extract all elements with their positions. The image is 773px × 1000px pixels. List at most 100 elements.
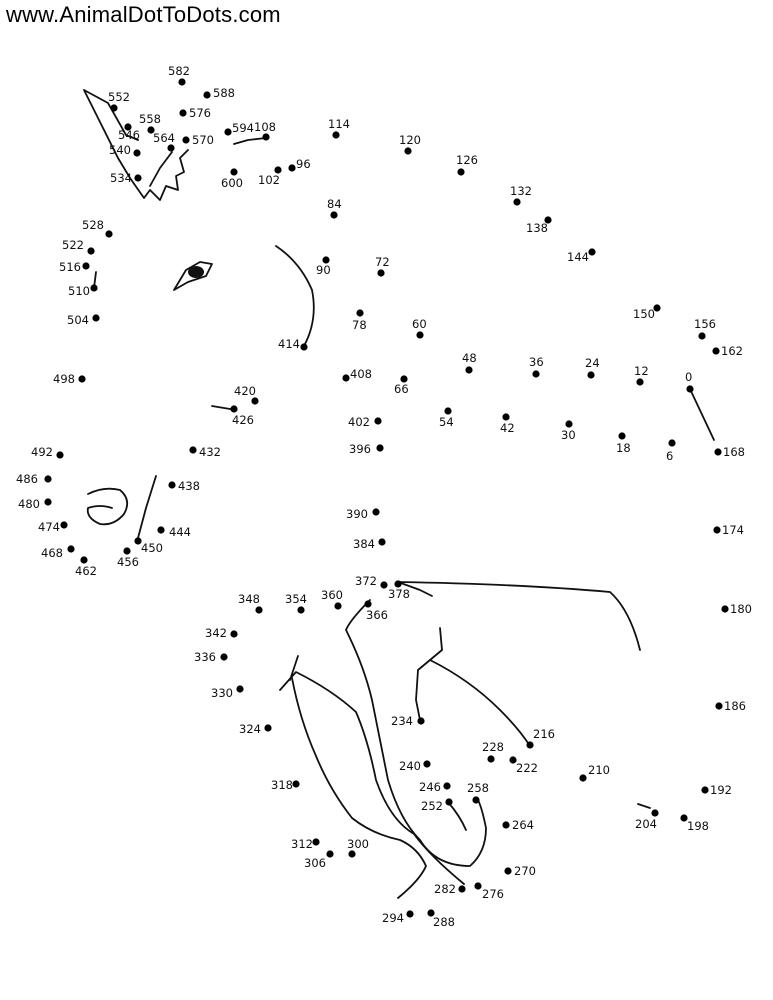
dot-label: 474 bbox=[38, 520, 60, 534]
dot-450: 450 bbox=[134, 537, 163, 555]
dot-150: 150 bbox=[633, 304, 661, 321]
dot-marker bbox=[404, 147, 412, 155]
dot-label: 72 bbox=[375, 255, 390, 269]
dot-label: 540 bbox=[109, 143, 131, 157]
dot-marker bbox=[203, 91, 211, 99]
dot-marker bbox=[416, 331, 424, 339]
dot-444: 444 bbox=[157, 525, 191, 539]
dot-marker bbox=[168, 481, 176, 489]
dot-label: 30 bbox=[561, 428, 576, 442]
nostril-outline bbox=[86, 487, 129, 526]
dot-48: 48 bbox=[462, 351, 477, 374]
dot-marker bbox=[251, 397, 259, 405]
dot-504: 504 bbox=[67, 313, 100, 327]
dot-12: 12 bbox=[634, 364, 649, 386]
dot-label: 384 bbox=[353, 537, 375, 551]
dot-label: 54 bbox=[439, 415, 454, 429]
dot-marker bbox=[487, 755, 495, 763]
dot-marker bbox=[230, 630, 238, 638]
dot-marker bbox=[292, 780, 300, 788]
dot-label: 378 bbox=[388, 587, 410, 601]
dot-label: 90 bbox=[316, 263, 331, 277]
dot-marker bbox=[224, 128, 232, 136]
dot-marker bbox=[502, 413, 510, 421]
dot-marker bbox=[417, 717, 425, 725]
dot-marker bbox=[502, 821, 510, 829]
dot-label: 576 bbox=[189, 106, 211, 120]
dot-510: 510 bbox=[68, 284, 98, 298]
dot-366: 366 bbox=[364, 600, 388, 622]
dot-228: 228 bbox=[482, 740, 504, 763]
dot-marker bbox=[364, 600, 372, 608]
dot-label: 324 bbox=[239, 722, 261, 736]
dot-marker bbox=[588, 248, 596, 256]
dot-label: 192 bbox=[710, 783, 732, 797]
dot-204: 204 bbox=[635, 809, 659, 831]
dot-label: 492 bbox=[31, 445, 53, 459]
dot-marker bbox=[134, 174, 142, 182]
dot-marker bbox=[133, 149, 141, 157]
dot-marker bbox=[80, 556, 88, 564]
dot-marker bbox=[342, 374, 350, 382]
dot-marker bbox=[322, 256, 330, 264]
dot-114: 114 bbox=[328, 117, 350, 139]
dot-marker bbox=[178, 78, 186, 86]
dot-label: 6 bbox=[666, 449, 673, 463]
dot-label: 330 bbox=[211, 686, 233, 700]
dot-marker bbox=[326, 850, 334, 858]
front-leg-outer bbox=[291, 677, 427, 899]
dot-label: 222 bbox=[516, 761, 538, 775]
dot-108: 108 bbox=[254, 120, 276, 141]
dot-330: 330 bbox=[211, 685, 244, 700]
dot-label: 96 bbox=[296, 157, 311, 171]
foot-tick bbox=[637, 803, 651, 809]
dot-318: 318 bbox=[271, 778, 300, 792]
dot-594: 594 bbox=[224, 121, 254, 136]
dot-576: 576 bbox=[179, 106, 211, 120]
dot-label: 552 bbox=[108, 90, 130, 104]
dot-label: 126 bbox=[456, 153, 478, 167]
dot-408: 408 bbox=[342, 367, 372, 382]
dot-522: 522 bbox=[62, 238, 95, 255]
front-leg-right bbox=[345, 599, 487, 867]
dot-456: 456 bbox=[117, 547, 139, 569]
dot-label: 510 bbox=[68, 284, 90, 298]
dot-marker bbox=[445, 798, 453, 806]
dot-marker bbox=[274, 166, 282, 174]
dot-marker bbox=[255, 606, 263, 614]
dot-label: 600 bbox=[221, 176, 243, 190]
dot-label: 180 bbox=[730, 602, 752, 616]
dot-468: 468 bbox=[41, 545, 75, 560]
dot-marker bbox=[458, 885, 466, 893]
dot-label: 366 bbox=[366, 608, 388, 622]
dot-label: 198 bbox=[687, 819, 709, 833]
dot-label: 204 bbox=[635, 817, 657, 831]
dot-label: 558 bbox=[139, 112, 161, 126]
dot-marker bbox=[332, 131, 340, 139]
dot-label: 12 bbox=[634, 364, 649, 378]
dot-216: 216 bbox=[526, 727, 555, 749]
dot-label: 114 bbox=[328, 117, 350, 131]
dot-marker bbox=[87, 247, 95, 255]
dot-582: 582 bbox=[168, 64, 190, 86]
dot-174: 174 bbox=[713, 523, 744, 537]
dot-label: 240 bbox=[399, 759, 421, 773]
dot-426: 426 bbox=[230, 405, 254, 427]
dot-label: 588 bbox=[213, 86, 235, 100]
dot-marker bbox=[110, 104, 118, 112]
dot-label: 348 bbox=[238, 592, 260, 606]
dot-label: 432 bbox=[199, 445, 221, 459]
dot-246: 246 bbox=[419, 780, 451, 794]
hoof-curve bbox=[447, 801, 467, 831]
dot-72: 72 bbox=[375, 255, 390, 277]
dot-label: 594 bbox=[232, 121, 254, 135]
dot-label: 18 bbox=[616, 441, 631, 455]
dot-6: 6 bbox=[666, 439, 676, 463]
dot-90: 90 bbox=[316, 256, 331, 277]
dot-marker bbox=[134, 537, 142, 545]
dot-label: 156 bbox=[694, 317, 716, 331]
dot-36: 36 bbox=[529, 355, 544, 378]
dot-label: 420 bbox=[234, 384, 256, 398]
dot-label: 300 bbox=[347, 837, 369, 851]
dot-222: 222 bbox=[509, 756, 538, 775]
